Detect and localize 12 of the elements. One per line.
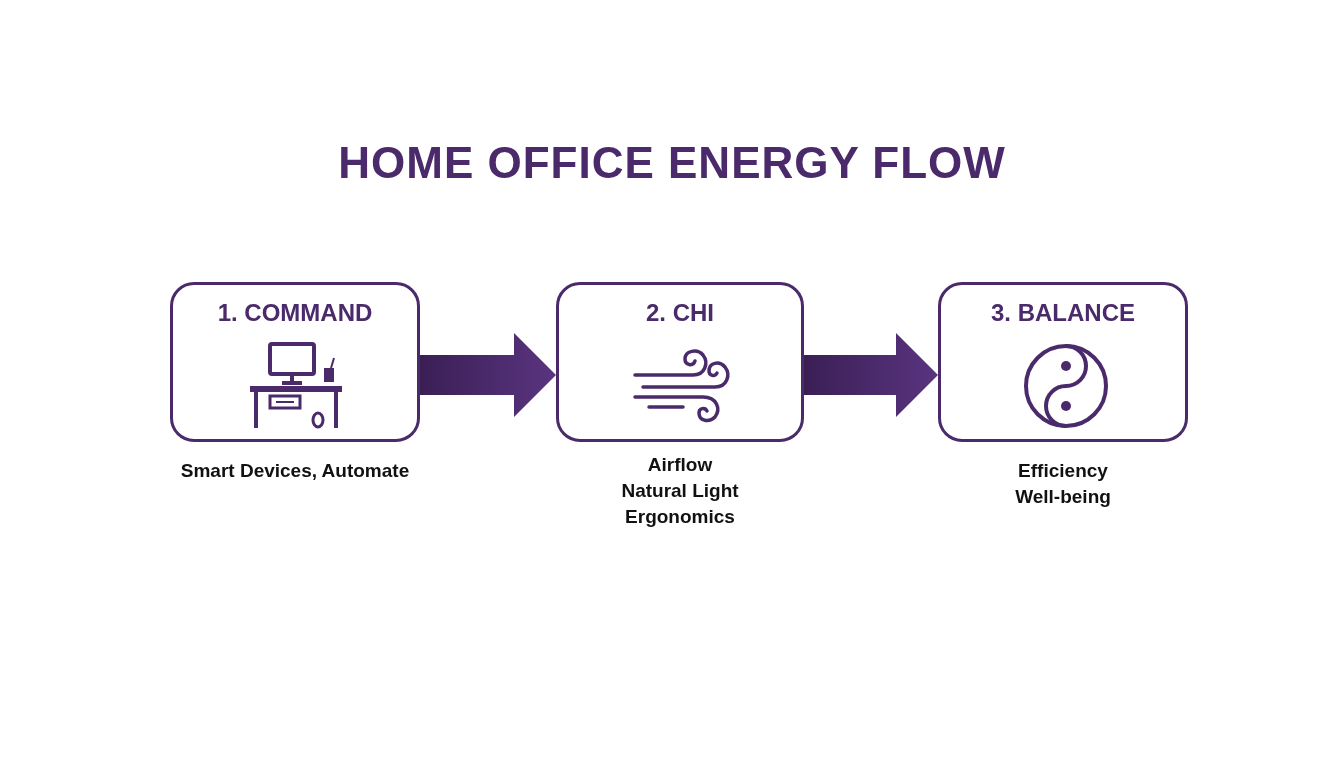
step-title: 3. BALANCE	[990, 299, 1136, 327]
step-box	[170, 282, 420, 442]
arrow	[420, 333, 556, 417]
step-title: 2. CHI	[645, 299, 715, 327]
step-description: Airflow Natural Light Ergonomics	[620, 453, 740, 529]
diagram-title: HOME OFFICE ENERGY FLOW	[337, 138, 1007, 188]
step-box	[938, 282, 1188, 442]
step-title: 1. COMMAND	[216, 299, 374, 327]
step-box	[556, 282, 804, 442]
arrow	[804, 333, 938, 417]
step-description: Smart Devices, Automate	[179, 459, 411, 483]
step-description: Efficiency Well-being	[1014, 459, 1112, 509]
